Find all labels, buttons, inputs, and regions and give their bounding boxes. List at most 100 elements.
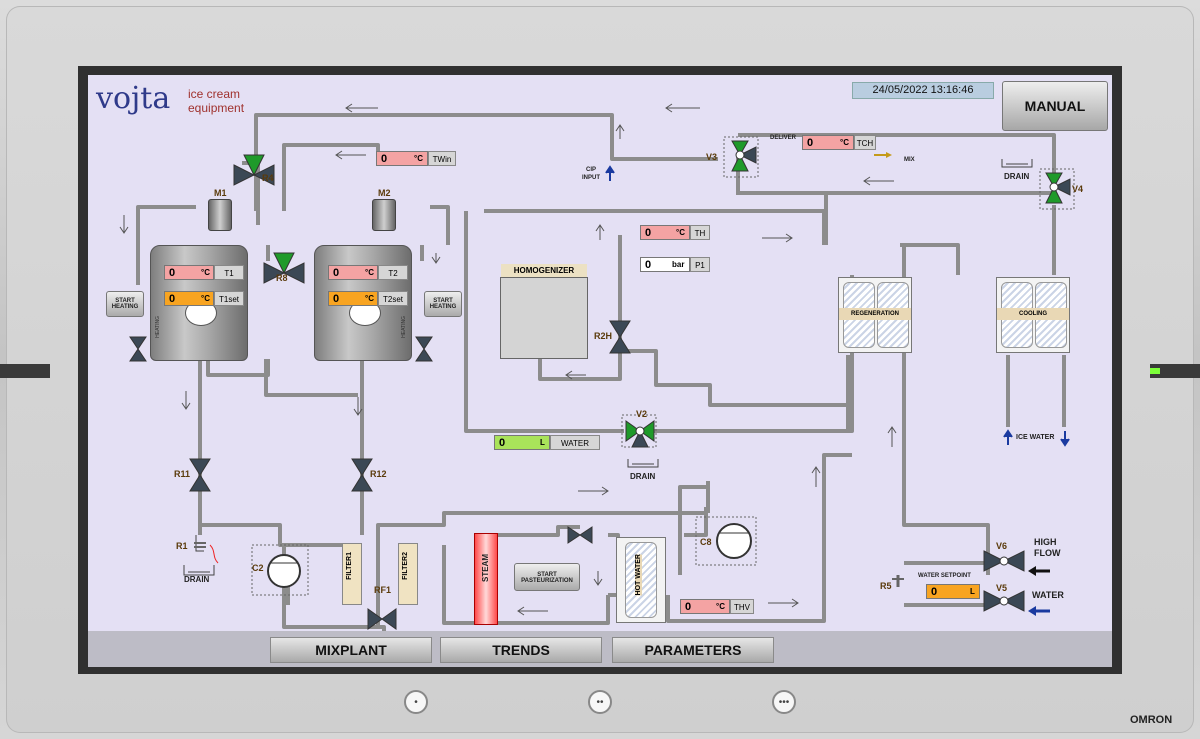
t1-value: 0 bbox=[164, 265, 214, 280]
thv-value: 0 bbox=[680, 599, 730, 614]
t2set-unit: °C bbox=[365, 294, 374, 303]
label-mix: MIX bbox=[904, 157, 915, 163]
pump-c2[interactable] bbox=[251, 544, 309, 596]
label-m1: M1 bbox=[214, 188, 227, 198]
label-v2: V2 bbox=[636, 409, 648, 419]
nav-mixplant-button[interactable]: MIXPLANT bbox=[270, 637, 432, 663]
th-value: 0 bbox=[640, 225, 690, 240]
t2set-tag: T2set bbox=[378, 291, 408, 306]
th-tag: TH bbox=[690, 225, 710, 240]
t1set-tag: T1set bbox=[214, 291, 244, 306]
label-v3: V3 bbox=[706, 152, 718, 162]
logo-line2: equipment bbox=[188, 101, 245, 115]
homogenizer: HOMOGENIZER bbox=[500, 264, 588, 359]
steam-heater: STEAM bbox=[474, 533, 498, 625]
start-pasteurization-button[interactable]: START PASTEURIZATION bbox=[514, 563, 580, 591]
drain-icon-1 bbox=[183, 565, 215, 576]
valve-v6[interactable] bbox=[983, 550, 1025, 572]
label-ice-water: ICE WATER bbox=[1016, 434, 1055, 441]
valve-heating-1[interactable] bbox=[129, 336, 147, 362]
omron-logo: OMRON bbox=[1130, 714, 1173, 726]
device-button-3[interactable]: ••• bbox=[772, 690, 796, 714]
vojta-logo: vojta ice cream equipment bbox=[96, 81, 244, 116]
label-m2: M2 bbox=[378, 188, 391, 198]
label-drain-1: DRAIN bbox=[184, 575, 210, 584]
tch-unit: °C bbox=[840, 138, 849, 147]
valve-r11[interactable] bbox=[189, 458, 211, 492]
logo-line1: ice cream bbox=[188, 87, 241, 101]
steam-label: STEAM bbox=[481, 554, 490, 582]
water-sp-value: 0 bbox=[926, 584, 980, 599]
label-r1: R1 bbox=[176, 541, 188, 551]
status-led bbox=[1150, 368, 1160, 374]
device-button-1[interactable]: • bbox=[404, 690, 428, 714]
motor-m1[interactable] bbox=[208, 199, 232, 231]
valve-heating-2[interactable] bbox=[415, 336, 433, 362]
homogenizer-title: HOMOGENIZER bbox=[501, 264, 587, 277]
datetime-display: 24/05/2022 13:16:46 bbox=[852, 82, 994, 99]
side-slot-left bbox=[0, 364, 50, 378]
label-drain-2: DRAIN bbox=[630, 472, 656, 481]
cooling-exchanger: COOLING bbox=[996, 277, 1070, 353]
motor-m2[interactable] bbox=[372, 199, 396, 231]
label-r5: R5 bbox=[880, 581, 892, 591]
side-slot-right bbox=[1150, 364, 1200, 378]
valve-pasteur[interactable] bbox=[567, 526, 593, 544]
regeneration-exchanger: REGENERATION bbox=[838, 277, 912, 353]
pump-c8[interactable] bbox=[695, 516, 757, 566]
logo-brand: vojta bbox=[96, 81, 171, 116]
valve-rf1[interactable] bbox=[367, 608, 397, 630]
valve-v4[interactable] bbox=[1039, 168, 1075, 210]
th-unit: °C bbox=[676, 228, 685, 237]
tank-1-heating-label: HEATING bbox=[155, 316, 161, 338]
p1-unit: bar bbox=[672, 260, 685, 269]
twin-value: 0 bbox=[376, 151, 428, 166]
tch-value: 0 bbox=[802, 135, 854, 150]
valve-r2h[interactable] bbox=[609, 320, 631, 354]
cooling-label: COOLING bbox=[997, 308, 1069, 320]
label-water: WATER bbox=[1032, 590, 1064, 600]
manual-mode-button[interactable]: MANUAL bbox=[1002, 81, 1108, 131]
start-heating-1-button[interactable]: START HEATING bbox=[106, 291, 144, 317]
label-drain-3: DRAIN bbox=[1004, 172, 1030, 181]
hmi-screen: vojta ice cream equipment 24/05/2022 13:… bbox=[88, 75, 1112, 667]
hot-water-exchanger: HOT WATER bbox=[616, 537, 666, 623]
t1set-unit: °C bbox=[201, 294, 210, 303]
nav-trends-button[interactable]: TRENDS bbox=[440, 637, 602, 663]
valve-r4[interactable] bbox=[233, 154, 275, 186]
thv-tag: THV bbox=[730, 599, 754, 614]
twin-tag: TWin bbox=[428, 151, 456, 166]
p1-tag: P1 bbox=[690, 257, 710, 272]
label-r12: R12 bbox=[370, 469, 387, 479]
label-r8: R8 bbox=[276, 273, 288, 283]
nav-parameters-button[interactable]: PARAMETERS bbox=[612, 637, 774, 663]
drain-icon-3 bbox=[1001, 159, 1033, 168]
valve-v3[interactable] bbox=[723, 136, 759, 178]
twin-unit: °C bbox=[414, 154, 423, 163]
valve-r12[interactable] bbox=[351, 458, 373, 492]
label-v4: V4 bbox=[1072, 184, 1084, 194]
valve-r8[interactable] bbox=[263, 252, 305, 284]
drain-icon-2 bbox=[627, 459, 659, 468]
label-c2: C2 bbox=[252, 563, 264, 573]
start-heating-2-button[interactable]: START HEATING bbox=[424, 291, 462, 317]
t2-value: 0 bbox=[328, 265, 378, 280]
filter-2-label: FILTER2 bbox=[402, 552, 409, 580]
filter-1-label: FILTER1 bbox=[346, 552, 353, 580]
t1-tag: T1 bbox=[214, 265, 244, 280]
tch-tag: TCH bbox=[854, 135, 876, 150]
label-r4: R4 bbox=[262, 173, 274, 183]
label-deliver: DELIVER bbox=[770, 135, 797, 141]
water-tag: WATER bbox=[550, 435, 600, 450]
filter-1: FILTER1 bbox=[342, 543, 362, 605]
sample-valve-r1 bbox=[195, 535, 204, 552]
filter-2: FILTER2 bbox=[398, 543, 418, 605]
valve-v5[interactable] bbox=[983, 590, 1025, 612]
device-button-2[interactable]: •• bbox=[588, 690, 612, 714]
label-rf1: RF1 bbox=[374, 585, 392, 595]
label-c8: C8 bbox=[700, 537, 712, 547]
water-sp-unit: L bbox=[970, 587, 975, 596]
valve-v2[interactable] bbox=[621, 414, 657, 448]
label-flow: FLOW bbox=[1034, 548, 1061, 558]
t1-unit: °C bbox=[201, 268, 210, 277]
